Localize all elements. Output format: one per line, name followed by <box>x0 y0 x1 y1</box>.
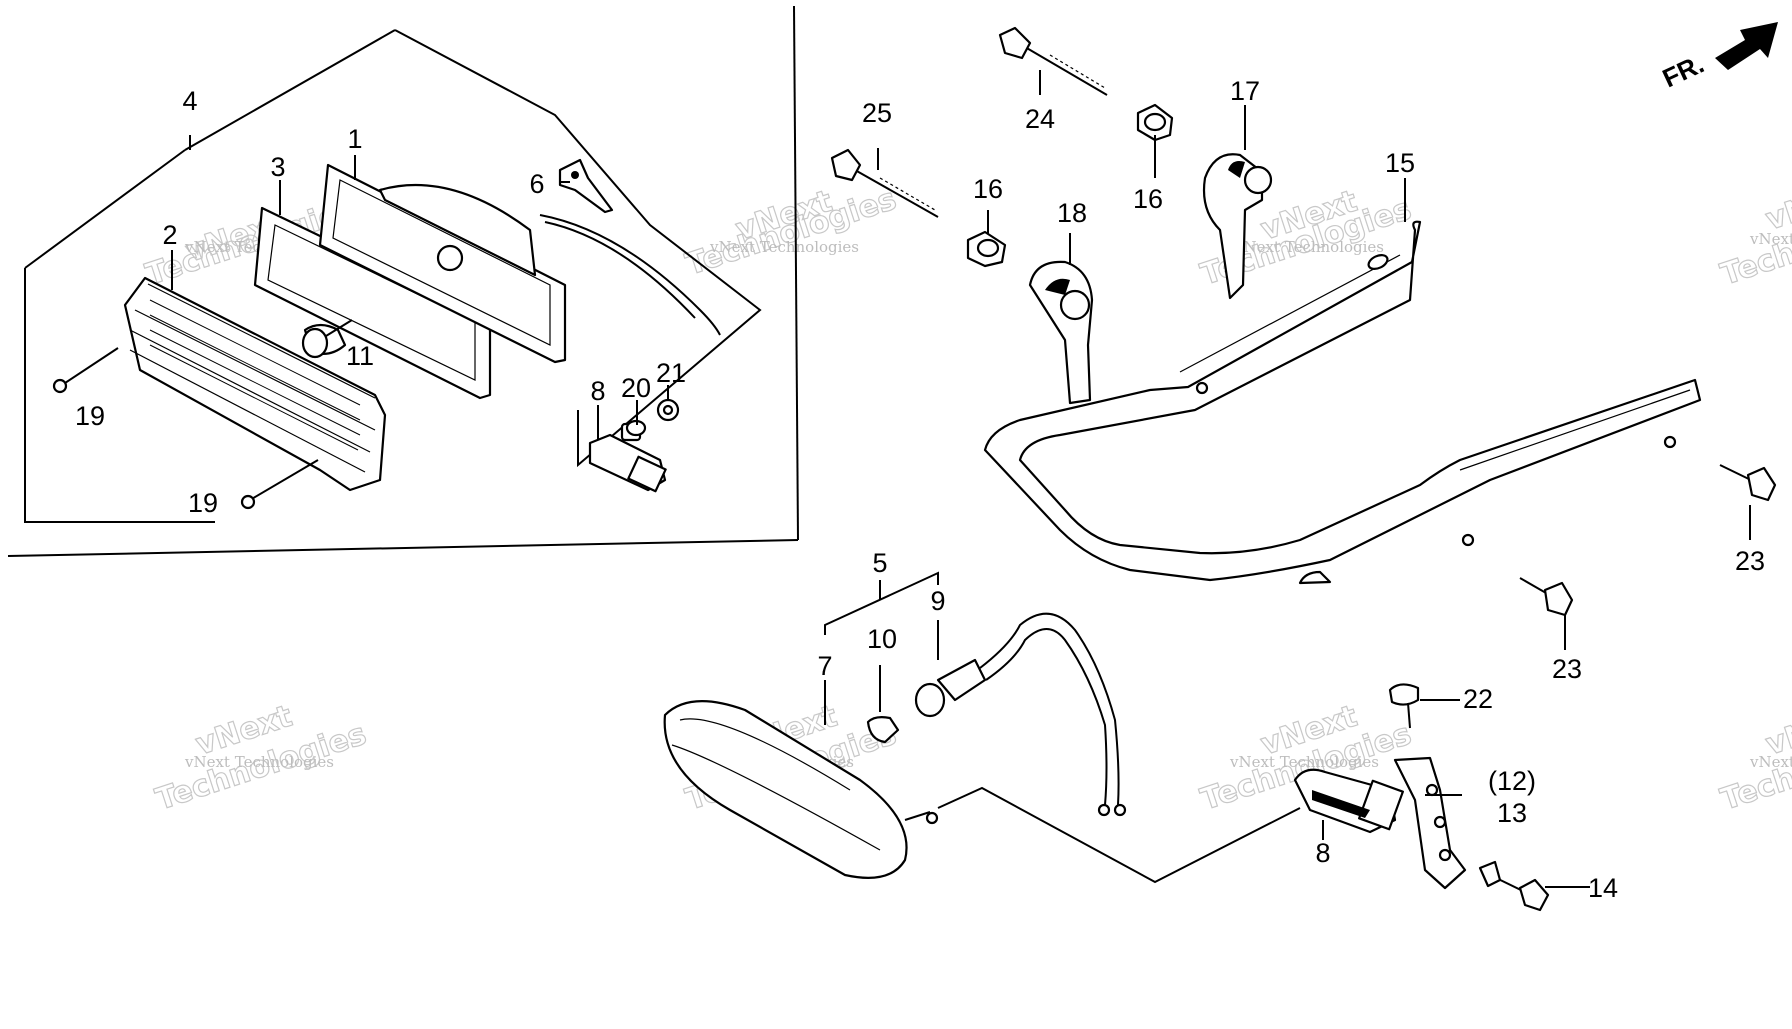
callout-4: 4 <box>182 86 197 116</box>
fr-label: FR. <box>1658 49 1709 94</box>
callout-7: 7 <box>817 651 832 681</box>
watermark: vNext Technologies vNext Technologies <box>1716 173 1792 293</box>
callout-12: (12) <box>1488 766 1536 796</box>
callout-25: 25 <box>862 98 892 128</box>
svg-text:vNext: vNext <box>1762 174 1792 238</box>
socket-9 <box>914 612 1127 817</box>
callout-6: 6 <box>529 169 544 199</box>
callout-17: 17 <box>1230 76 1260 106</box>
bolt-25 <box>830 148 939 218</box>
callout-11: 11 <box>346 341 374 371</box>
fr-arrow-icon <box>1715 22 1778 70</box>
bolt-24 <box>998 26 1108 96</box>
callout-20: 20 <box>621 373 651 403</box>
callout-24: 24 <box>1025 104 1055 134</box>
subassembly-frame <box>7 5 799 557</box>
stay-17 <box>1202 153 1273 300</box>
front-direction-arrow: FR. <box>1658 22 1778 93</box>
grommet-20 <box>620 419 647 442</box>
taillight-lens <box>123 276 387 492</box>
callout-16-left: 16 <box>973 174 1003 204</box>
callout-21: 21 <box>656 358 686 388</box>
side-marker-group <box>663 612 1550 912</box>
stay-13 <box>1393 756 1467 890</box>
connector-8-lower <box>1293 768 1404 834</box>
rear-carrier-bar <box>983 220 1702 582</box>
rear-bracket-group <box>830 26 1777 617</box>
watermark: vNext Technologies vNext Technologies <box>681 181 901 283</box>
callout-9: 9 <box>930 586 945 616</box>
stay-18 <box>1028 260 1094 405</box>
taillight-assembly-group <box>24 29 762 523</box>
bulb-10 <box>866 716 900 744</box>
callout-labels: 4 1 3 2 6 11 19 19 8 20 21 25 24 16 16 1… <box>75 76 1765 903</box>
svg-text:vNext Technologies: vNext Technologies <box>1749 753 1792 771</box>
svg-text:vNext Technologies: vNext Technologies <box>1229 753 1379 771</box>
svg-text:vNext Technologies: vNext Technologies <box>709 238 859 256</box>
callout-18: 18 <box>1057 198 1087 228</box>
callout-15: 15 <box>1385 148 1415 178</box>
bolt-23-right <box>1719 464 1777 502</box>
watermark: vNext Technologies vNext Technologies <box>1716 698 1792 818</box>
collar-16-upper <box>1136 103 1174 142</box>
callout-4-leader <box>184 29 396 151</box>
callout-19-upper: 19 <box>75 401 105 431</box>
callout-23-right: 23 <box>1735 546 1765 576</box>
bolt-14 <box>1478 860 1550 912</box>
collar-16-lower <box>966 230 1007 268</box>
callout-14: 14 <box>1588 873 1618 903</box>
screw-19-upper <box>52 347 119 394</box>
callout-13: 13 <box>1497 798 1527 828</box>
screw-19-lower <box>240 459 319 510</box>
callout-8-lower: 8 <box>1315 838 1330 868</box>
marker-lens-7 <box>663 700 939 879</box>
svg-text:vNext Technologies: vNext Technologies <box>1234 238 1384 256</box>
callout-2: 2 <box>162 220 177 250</box>
taillight-base <box>318 163 567 364</box>
bolt-23-lower <box>1519 577 1574 617</box>
callout-3: 3 <box>270 152 285 182</box>
nut-21 <box>656 398 680 422</box>
callout-16-right: 16 <box>1133 184 1163 214</box>
callout-10: 10 <box>867 624 897 654</box>
callout-8-upper: 8 <box>590 376 605 406</box>
watermark: vNext Technologies vNext Technologies <box>151 698 371 818</box>
callout-5: 5 <box>872 548 887 578</box>
callout-19-lower: 19 <box>188 488 218 518</box>
callout-22: 22 <box>1463 684 1493 714</box>
svg-text:vNext Technologies: vNext Technologies <box>1749 230 1792 248</box>
wire-clip-6 <box>558 158 614 214</box>
bulb-11 <box>301 323 347 359</box>
leader-lines <box>171 70 1751 888</box>
callout-1: 1 <box>347 124 362 154</box>
bolt-22 <box>1388 683 1420 729</box>
taillight-wire <box>539 214 721 336</box>
svg-text:vNext Technologies: vNext Technologies <box>184 753 334 771</box>
callout-23-lower: 23 <box>1552 654 1582 684</box>
license-socket-8-upper <box>588 433 667 493</box>
